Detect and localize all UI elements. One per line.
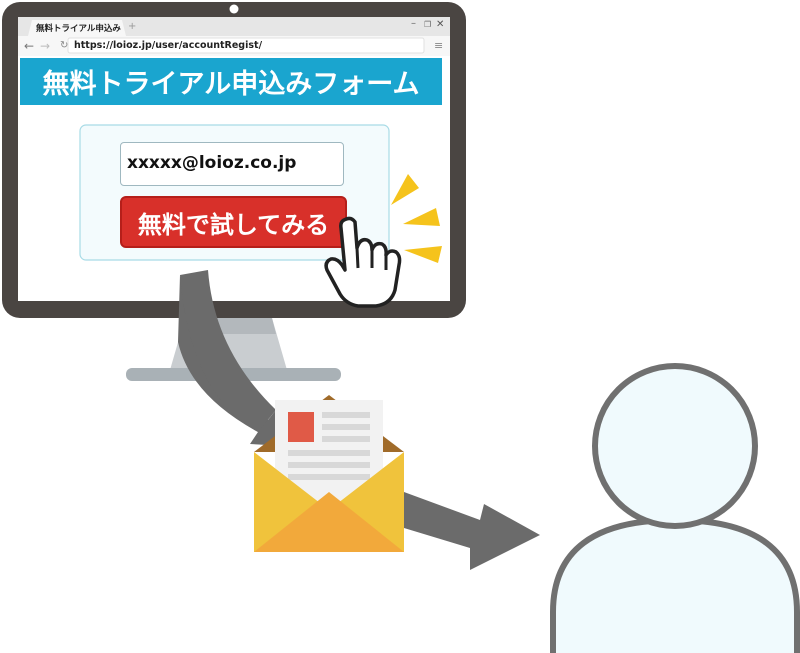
form-banner-title: 無料トライアル申込みフォーム (20, 58, 442, 105)
close-icon[interactable]: ✕ (436, 19, 445, 30)
new-tab-icon[interactable]: + (128, 21, 137, 32)
envelope-icon (254, 395, 404, 552)
free-trial-button[interactable]: 無料で試してみる (120, 196, 347, 248)
minimize-icon[interactable]: – (411, 18, 416, 29)
email-field[interactable]: xxxxx@loioz.co.jp (120, 142, 344, 186)
click-burst-icon (391, 174, 442, 263)
forward-arrow-icon[interactable]: → (40, 39, 51, 53)
menu-icon[interactable]: ≡ (434, 39, 444, 52)
arrow-icon (404, 492, 540, 570)
browser-tab-title[interactable]: 無料トライアル申込み (36, 24, 121, 34)
back-arrow-icon[interactable]: ← (24, 39, 35, 53)
person-icon (550, 363, 800, 653)
reload-icon[interactable]: ↻ (60, 40, 69, 51)
maximize-icon[interactable]: ❐ (424, 20, 432, 29)
camera-icon (229, 4, 239, 14)
address-bar[interactable]: https://loioz.jp/user/accountRegist/ (74, 40, 263, 51)
